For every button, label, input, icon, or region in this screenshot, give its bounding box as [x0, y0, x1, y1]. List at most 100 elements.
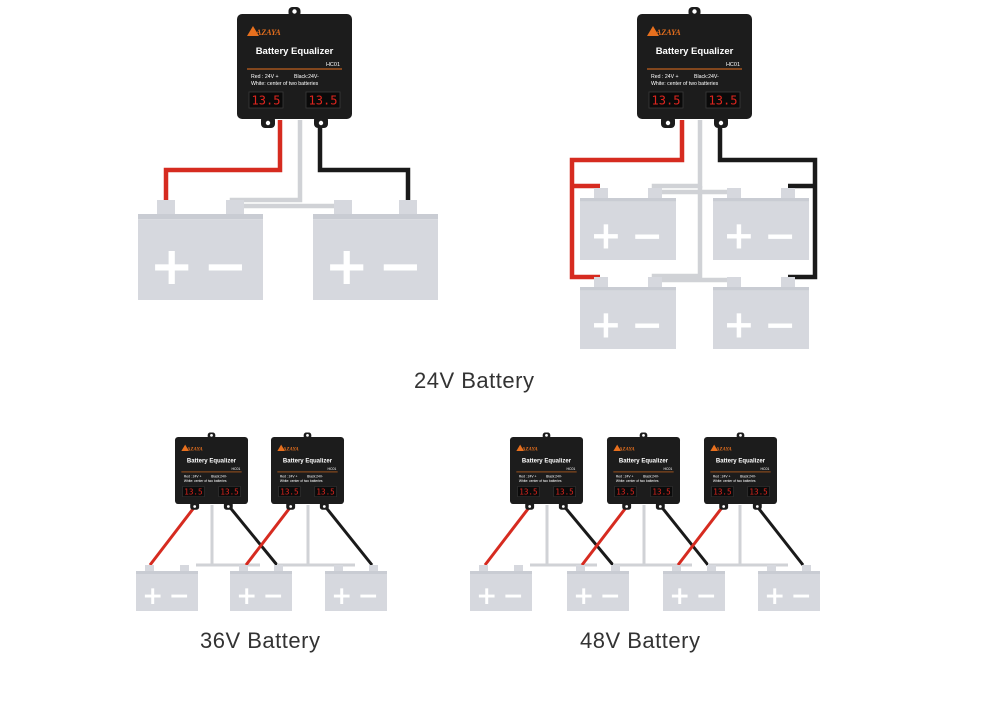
wiring-note-white: White: center of two batteries [616, 479, 659, 483]
device-title: Battery Equalizer [283, 458, 333, 464]
device-model: HC01 [663, 467, 672, 471]
wiring-note-white: White: center of two batteries [184, 479, 227, 483]
battery-terminal [399, 200, 417, 214]
black-wire [561, 504, 615, 566]
battery-minus-sign: − [764, 303, 796, 347]
battery-minus-sign: − [169, 581, 190, 610]
battery-plus-sign: + [476, 581, 497, 610]
voltage-readout-left: 13.5 [519, 487, 537, 496]
mounting-hole [226, 505, 230, 508]
voltage-readout-right: 13.5 [709, 94, 738, 108]
mounting-hole [658, 505, 662, 508]
battery-terminal [594, 188, 608, 198]
battery-24v-c: +− [580, 188, 676, 260]
mounting-hole [561, 505, 565, 508]
battery-lid [470, 571, 532, 574]
battery-body [713, 201, 809, 260]
battery-body [758, 574, 820, 611]
wires-layer [148, 120, 818, 567]
voltage-readout-left: 13.5 [713, 487, 731, 496]
brand-logo-icon [181, 444, 189, 451]
battery-terminal [226, 200, 244, 214]
battery-lid [758, 571, 820, 574]
device-title: Battery Equalizer [716, 458, 766, 464]
wiring-note-red: Red : 24V + [519, 475, 537, 479]
red-wire [244, 504, 294, 566]
voltage-display-right [650, 486, 673, 497]
white-wire [530, 505, 597, 567]
wiring-note-black: Black:24V- [694, 74, 719, 80]
battery-plus-sign: + [573, 581, 594, 610]
voltage-display-left [711, 486, 734, 497]
white-wire [651, 186, 740, 283]
brand-logo-icon [647, 26, 659, 36]
battery-24v-b: +− [313, 200, 438, 300]
mounting-hole [718, 120, 724, 126]
voltage-display-left [278, 486, 301, 497]
device-title: Battery Equalizer [522, 458, 572, 464]
white-wire [651, 120, 740, 195]
black-wire [717, 120, 818, 280]
device-model: HC01 [566, 467, 575, 471]
wiring-note-black: Black:24V- [740, 475, 756, 479]
voltage-display-left [182, 486, 205, 497]
battery-plus-sign: + [669, 581, 690, 610]
brand-name: AZAYA [655, 28, 681, 37]
mounting-hole [545, 434, 548, 437]
mounting-hole [289, 505, 293, 508]
battery-minus-sign: − [503, 581, 524, 610]
battery-48v-4: +− [758, 565, 820, 611]
wiring-note-white: White: center of two batteries [713, 479, 756, 483]
battery-lid [663, 571, 725, 574]
device-model: HC01 [326, 62, 340, 68]
battery-body [138, 219, 263, 300]
battery-24v-d: +− [713, 188, 809, 260]
battery-terminal [802, 565, 811, 571]
battery-lid [138, 214, 263, 220]
mounting-hole [292, 9, 297, 14]
wiring-note-black: Black:24V- [546, 475, 562, 479]
device-model: HC01 [760, 467, 769, 471]
white-wire [277, 505, 355, 567]
brand-logo-icon [247, 26, 259, 36]
black-wire [317, 120, 411, 200]
battery-24v-e: +− [580, 277, 676, 349]
black-wire [322, 504, 374, 566]
device-title: Battery Equalizer [619, 458, 669, 464]
voltage-display-left [248, 91, 284, 109]
red-wire [483, 504, 533, 566]
wiring-note-red: Red : 24V + [616, 475, 634, 479]
battery-terminal [672, 565, 681, 571]
battery-minus-sign: − [791, 581, 812, 610]
battery-minus-sign: − [631, 214, 663, 258]
mounting-hole [193, 505, 197, 508]
voltage-display-right [553, 486, 576, 497]
brand-name: AZAYA [715, 446, 732, 452]
voltage-readout-left: 13.5 [652, 94, 681, 108]
battery-48v-2: +− [567, 565, 629, 611]
white-wire [708, 505, 788, 567]
device-title: Battery Equalizer [656, 46, 734, 57]
battery-terminal [707, 565, 716, 571]
battery-24v-f: +− [713, 277, 809, 349]
battery-body [230, 574, 292, 611]
battery-body [136, 574, 198, 611]
battery-plus-sign: + [150, 236, 194, 297]
battery-36v-2: +− [230, 565, 292, 611]
battery-terminal [369, 565, 378, 571]
voltage-display-left [517, 486, 540, 497]
white-wire [196, 505, 260, 567]
voltage-readout-right: 13.5 [220, 487, 238, 496]
battery-terminal [576, 565, 585, 571]
battery-terminal [334, 565, 343, 571]
battery-36v-3: +− [325, 565, 387, 611]
mounting-hole [692, 9, 697, 14]
battery-terminal [594, 277, 608, 287]
wiring-note-red: Red : 24V + [184, 475, 202, 479]
battery-terminal [781, 277, 795, 287]
